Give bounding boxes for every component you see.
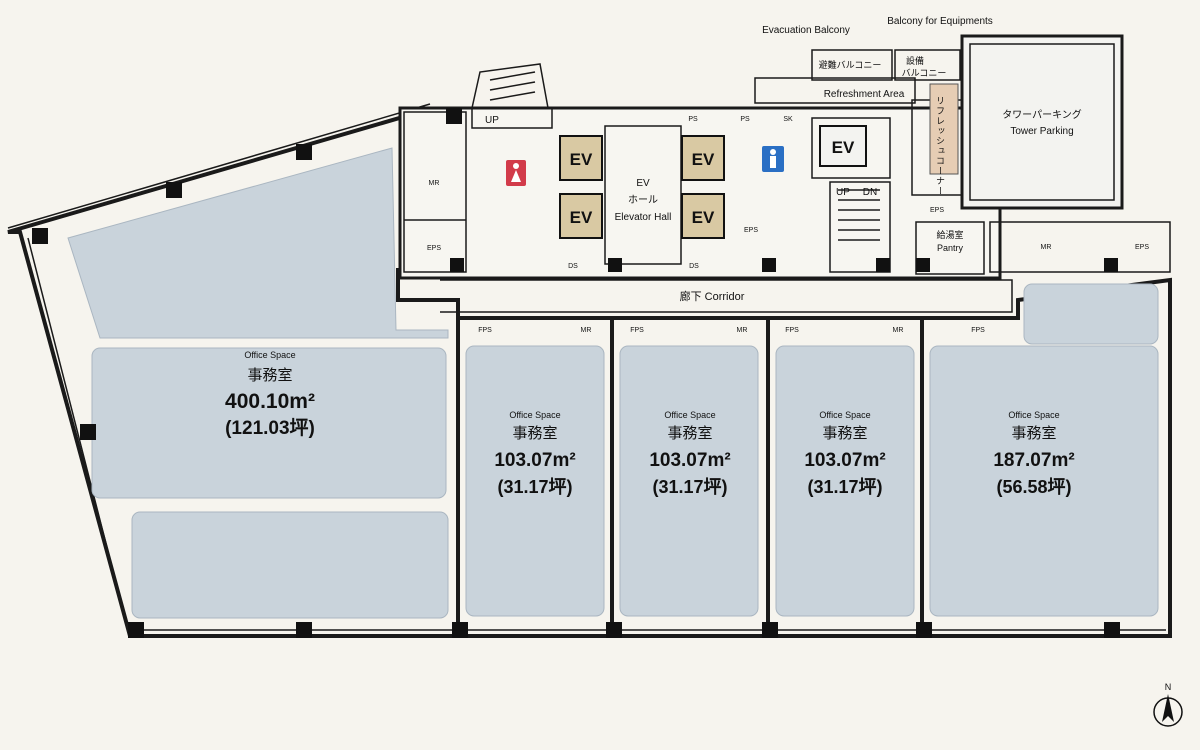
equipment-balcony-label: Balcony for Equipments [887, 16, 993, 27]
ps-label-2: PS [740, 116, 750, 123]
fps-label-3: FPS [785, 327, 799, 334]
refreshment-corner-ja-label: リフレッシュコーナー [935, 96, 945, 196]
office-2-label: Office Space 事務室 103.07m² (31.17坪) [494, 410, 575, 497]
refreshment-corner [929, 83, 959, 175]
elevator-2 [559, 193, 603, 239]
mr-label-2: MR [1041, 244, 1052, 251]
ds-label-1: DS [568, 263, 578, 270]
office-1-label: Office Space 事務室 400.10m² (121.03坪) [225, 350, 315, 439]
ps-label-1: PS [688, 116, 698, 123]
svg-text:Office Space: Office Space [244, 350, 295, 360]
office-area-1c [131, 511, 449, 619]
evacuation-balcony-label: Evacuation Balcony [762, 25, 850, 36]
ev-hall-label-2: ホール [628, 194, 658, 206]
eps-label-4: EPS [1135, 244, 1149, 251]
svg-text:(121.03坪): (121.03坪) [225, 417, 315, 439]
fps-label-4: FPS [971, 327, 985, 334]
mr-label-4: MR [737, 327, 748, 334]
pantry-en-label: Pantry [937, 243, 964, 253]
elevator-3-label: EV [692, 150, 715, 169]
elevator-1-label: EV [570, 150, 593, 169]
stair-up-label: UP [836, 187, 850, 198]
elevator-4 [681, 193, 725, 239]
svg-text:103.07m²: 103.07m² [804, 450, 885, 471]
elevator-2-label: EV [570, 208, 593, 227]
stair-down-label: DN [863, 187, 877, 198]
office-4-label: Office Space 事務室 103.07m² (31.17坪) [804, 410, 885, 497]
svg-text:(31.17坪): (31.17坪) [497, 477, 572, 497]
svg-text:400.10m²: 400.10m² [225, 390, 315, 413]
tower-parking-en-label: Tower Parking [1010, 126, 1073, 137]
mr-label-1: MR [429, 180, 440, 187]
svg-text:事務室: 事務室 [512, 425, 557, 442]
office-area-3 [619, 345, 759, 617]
svg-text:103.07m²: 103.07m² [649, 450, 730, 471]
svg-text:事務室: 事務室 [667, 425, 712, 442]
eps-label-1: EPS [427, 245, 441, 252]
eps-label-3: EPS [930, 207, 944, 214]
corridor-outline [440, 279, 1013, 313]
office-areas [67, 147, 1159, 619]
svg-text:(31.17坪): (31.17坪) [652, 477, 727, 497]
evacuation-balcony-ja-label: 避難バルコニー [819, 59, 882, 70]
pantry-ja-label: 給湯室 [936, 229, 963, 240]
elevator-5 [819, 125, 867, 167]
room-labels: 廊下 Corridor EV ホール Elevator Hall Evacuat… [427, 16, 1149, 334]
elevator-4-label: EV [692, 208, 715, 227]
svg-text:事務室: 事務室 [822, 425, 867, 442]
mr-label-5: MR [893, 327, 904, 334]
partitions [456, 318, 924, 636]
elevator-3 [681, 135, 725, 181]
female-restroom-icon [506, 160, 526, 186]
north-arrow-icon: N [1153, 682, 1183, 727]
staircase [489, 71, 880, 241]
tower-parking-ja-label: タワーパーキング [1002, 108, 1082, 121]
office-area-2 [465, 345, 605, 617]
svg-text:187.07m²: 187.07m² [993, 450, 1074, 471]
office-5-label: Office Space 事務室 187.07m² (56.58坪) [993, 410, 1074, 497]
fps-label-1: FPS [478, 327, 492, 334]
svg-text:Office Space: Office Space [664, 410, 715, 420]
svg-text:Office Space: Office Space [819, 410, 870, 420]
svg-text:事務室: 事務室 [247, 367, 292, 384]
eps-label-2: EPS [744, 227, 758, 234]
mr-label-3: MR [581, 327, 592, 334]
columns [32, 108, 1120, 638]
corridor-label: 廊下 Corridor [680, 289, 745, 303]
svg-text:Office Space: Office Space [509, 410, 560, 420]
svg-text:Office Space: Office Space [1008, 410, 1059, 420]
office-area-4 [775, 345, 915, 617]
north-label: N [1165, 682, 1172, 692]
office-area-5b [1023, 283, 1159, 345]
elevator-group: EV EV EV EV EV [559, 125, 867, 239]
equipment-balcony-ja-label-2: バルコニー [902, 68, 947, 78]
male-restroom-icon [762, 146, 784, 172]
elevator-1 [559, 135, 603, 181]
svg-text:(31.17坪): (31.17坪) [807, 477, 882, 497]
svg-text:事務室: 事務室 [1011, 425, 1056, 442]
ev-hall-label-1: EV [636, 178, 650, 189]
tower-parking [960, 34, 1124, 210]
svg-text:(56.58坪): (56.58坪) [996, 477, 1071, 497]
office-area-1 [67, 147, 449, 339]
fps-label-2: FPS [630, 327, 644, 334]
office-area-5 [929, 345, 1159, 617]
ds-label-2: DS [689, 263, 699, 270]
equipment-balcony-ja-label-1: 設備 [906, 55, 924, 66]
office-3-label: Office Space 事務室 103.07m² (31.17坪) [649, 410, 730, 497]
elevator-5-label: EV [832, 138, 855, 157]
sk-label: SK [783, 116, 793, 123]
svg-text:103.07m²: 103.07m² [494, 450, 575, 471]
office-area-1b [91, 347, 447, 499]
ev-hall-label-3: Elevator Hall [615, 212, 672, 223]
stair-up-label-2: UP [485, 115, 499, 126]
refreshment-area-label: Refreshment Area [824, 89, 905, 100]
